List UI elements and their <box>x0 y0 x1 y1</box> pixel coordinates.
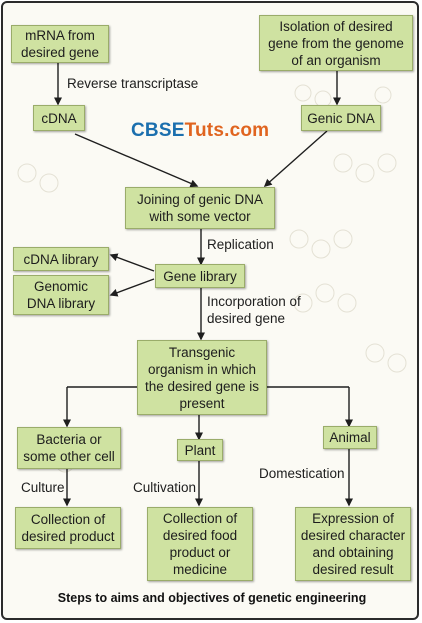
label-reverse-transcriptase: Reverse transcriptase <box>67 76 199 91</box>
box-genic-dna: Genic DNA <box>301 105 381 131</box>
box-animal: Animal <box>323 426 377 449</box>
box-genic-dna-text: Genic DNA <box>307 110 375 126</box>
box-animal-text: Animal <box>329 430 371 445</box>
box-gene-library-text: Gene library <box>163 268 237 284</box>
box-collection-product-text: Collection of desired product <box>21 512 115 544</box>
box-cdna: cDNA <box>33 105 85 131</box>
box-cdna-library: cDNA library <box>13 247 109 271</box>
label-incorporation: Incorporation of desired gene <box>207 294 301 326</box>
label-replication: Replication <box>207 237 274 252</box>
box-plant-text: Plant <box>184 442 216 458</box>
label-culture: Culture <box>21 480 65 495</box>
brand-part-cbse: CBSE <box>131 120 185 141</box>
figure-caption: Steps to aims and objectives of genetic … <box>57 591 367 605</box>
box-transgenic: Transgenic organism in which the desired… <box>137 340 267 415</box>
brand-part-tuts: Tuts.com <box>184 120 270 141</box>
box-plant: Plant <box>177 439 223 461</box>
box-mrna-text: mRNA from desired gene <box>20 28 100 60</box>
arrow-genic-to-joining <box>263 130 328 187</box>
box-mrna: mRNA from desired gene <box>11 25 109 63</box>
box-bacteria-text: Bacteria or some other cell <box>23 432 115 464</box>
box-isolation: Isolation of desired gene from the genom… <box>259 15 413 71</box>
box-collection-product: Collection of desired product <box>15 507 121 549</box>
box-genomic-library-text: Genomic DNA library <box>26 279 96 311</box>
box-cdna-library-text: cDNA library <box>23 251 99 267</box>
box-gene-library: Gene library <box>155 264 245 288</box>
arrow-cdna-to-joining <box>74 133 199 188</box>
arrow-gene-to-genomic-library <box>109 278 155 297</box>
box-joining-text: Joining of genic DNA with some vector <box>136 192 264 224</box>
box-joining: Joining of genic DNA with some vector <box>125 187 275 229</box>
box-cdna-text: cDNA <box>41 110 77 126</box>
brand-watermark: CBSETuts.com <box>131 120 269 142</box>
box-collection-food: Collection of desired food product or me… <box>147 507 253 581</box>
box-genomic-library: Genomic DNA library <box>13 275 109 315</box>
label-cultivation: Cultivation <box>133 480 197 495</box>
box-isolation-text: Isolation of desired gene from the genom… <box>268 18 404 68</box>
box-transgenic-text: Transgenic organism in which the desired… <box>144 344 260 411</box>
arrow-gene-to-cdna-library <box>109 253 155 272</box>
box-collection-food-text: Collection of desired food product or me… <box>162 511 238 577</box>
box-expression-text: Expression of desired character and obta… <box>300 511 406 577</box>
box-bacteria: Bacteria or some other cell <box>17 427 121 469</box>
label-domestication: Domestication <box>259 466 345 481</box>
box-expression: Expression of desired character and obta… <box>295 507 411 581</box>
